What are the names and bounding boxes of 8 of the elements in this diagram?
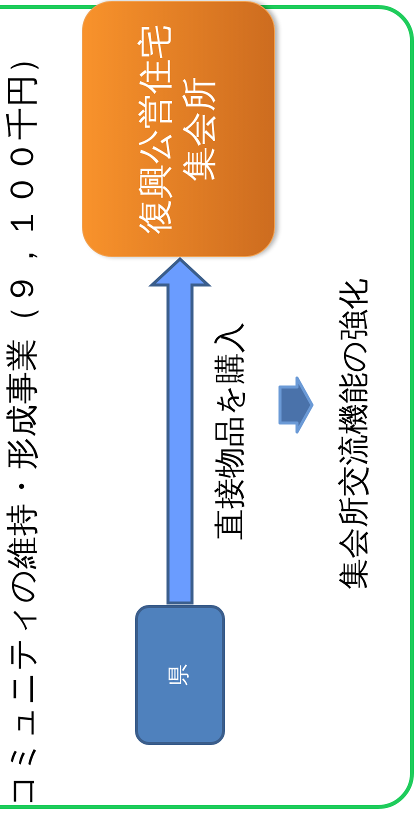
title: コミュニティの維持・形成事業（９，１００千円） xyxy=(2,40,42,807)
result-text: 集会所交流機能の強化 xyxy=(335,278,373,592)
process-box xyxy=(82,1,275,257)
block-arrow xyxy=(148,256,212,604)
process-box xyxy=(135,605,225,745)
node-label: 復興公営住宅集会所 xyxy=(134,23,220,236)
node-label: 県 xyxy=(166,663,194,688)
edge-label: 直接物品を購入 xyxy=(211,321,249,542)
